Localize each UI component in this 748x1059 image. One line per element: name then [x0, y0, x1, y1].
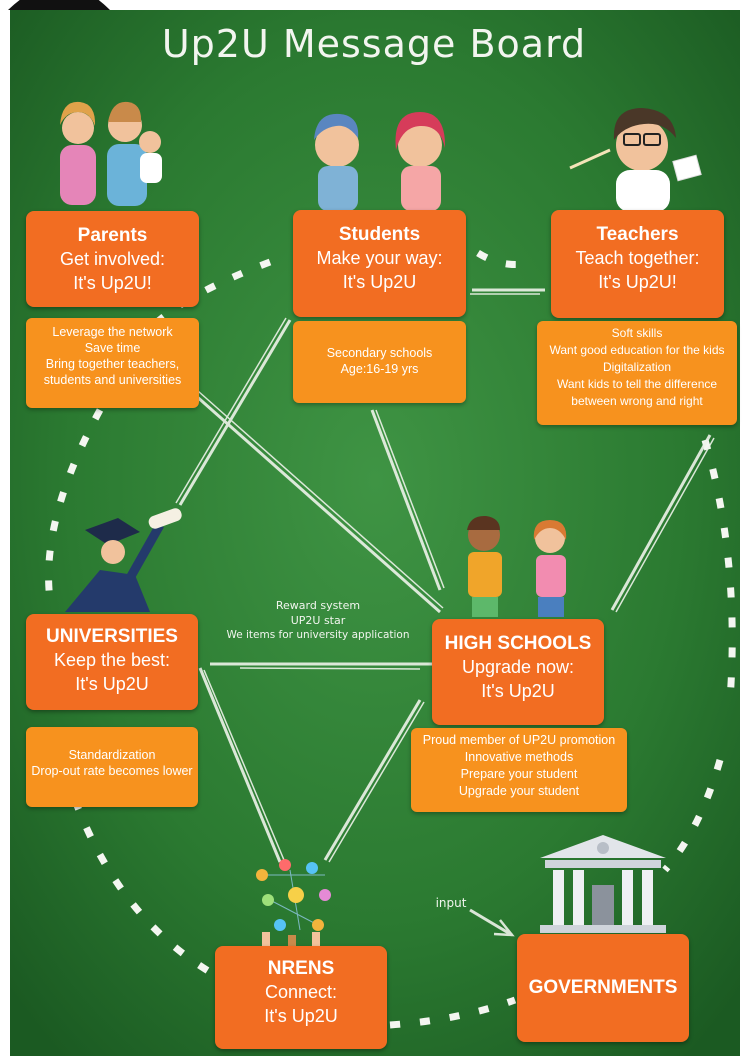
- high-schools-card: HIGH SCHOOLS Upgrade now: It's Up2U: [432, 619, 604, 725]
- chalk-connections: [175, 288, 715, 937]
- teachers-info-line: between wrong and right: [571, 394, 703, 408]
- board-title: Up2U Message Board: [161, 22, 587, 66]
- students-line-2: It's Up2U: [342, 272, 417, 292]
- students-card: Students Make your way: It's Up2U: [293, 210, 466, 317]
- teachers-info-line: Want good education for the kids: [549, 343, 725, 357]
- high-schools-info-line: Prepare your student: [460, 767, 578, 781]
- parents-heading: Parents: [77, 225, 148, 246]
- parents-card: Parents Get involved: It's Up2U!: [26, 211, 199, 307]
- reward-line-1: Reward system: [275, 599, 361, 612]
- government-building-icon: [540, 835, 666, 933]
- corner-circle-icon: [8, 0, 110, 10]
- governments-card: GOVERNMENTS: [517, 934, 689, 1042]
- teachers-line-1: Teach together:: [575, 248, 700, 268]
- parents-line-2: It's Up2U!: [73, 273, 152, 293]
- input-annotation: input: [435, 896, 467, 910]
- teachers-info-line: Soft skills: [611, 326, 663, 340]
- high-schools-line-2: It's Up2U: [481, 681, 555, 701]
- nrens-line-2: It's Up2U: [264, 1006, 338, 1026]
- parents-info-line: Bring together teachers,: [45, 357, 180, 371]
- universities-info-line: Standardization: [68, 748, 156, 762]
- connector-universities-nrens: [198, 667, 282, 863]
- teachers-line-2: It's Up2U!: [598, 272, 677, 292]
- connector-students-universities: [178, 319, 292, 506]
- nrens-heading: NRENS: [267, 958, 335, 979]
- connector-teachers-highschools: [610, 434, 712, 611]
- teachers-info-box: Soft skills Want good education for the …: [537, 321, 737, 425]
- reward-line-3: We items for university application: [226, 629, 410, 641]
- graduate-icon: [65, 508, 182, 612]
- high-schools-line-1: Upgrade now:: [461, 657, 575, 677]
- high-schools-info-box: Proud member of UP2U promotion Innovativ…: [411, 728, 627, 812]
- universities-info-line: Drop-out rate becomes lower: [31, 764, 193, 778]
- teachers-info-line: Digitalization: [602, 360, 672, 374]
- parents-line-1: Get involved:: [59, 249, 166, 269]
- universities-card: UNIVERSITIES Keep the best: It's Up2U: [26, 614, 198, 710]
- students-info-box: Secondary schools Age:16-19 yrs: [293, 321, 466, 403]
- parents-info-line: Leverage the network: [52, 325, 173, 339]
- students-info-line: Secondary schools: [326, 346, 433, 360]
- high-schools-info-line: Proud member of UP2U promotion: [422, 733, 616, 747]
- nrens-line-1: Connect:: [264, 982, 338, 1002]
- parents-info-box: Leverage the network Save time Bring tog…: [26, 318, 199, 408]
- high-schools-info-line: Innovative methods: [464, 750, 574, 764]
- governments-heading: GOVERNMENTS: [528, 977, 678, 998]
- network-hands-icon: [256, 859, 331, 947]
- parents-info-line: Save time: [84, 341, 141, 355]
- students-info-line: Age:16-19 yrs: [340, 362, 419, 376]
- connector-input-arrow: [469, 908, 513, 937]
- connector-students-highschools: [370, 409, 442, 591]
- universities-heading: UNIVERSITIES: [46, 626, 178, 647]
- teachers-card: Teachers Teach together: It's Up2U!: [551, 210, 724, 318]
- universities-line-1: Keep the best:: [53, 650, 171, 670]
- students-icon: [314, 112, 446, 211]
- parents-family-icon: [60, 101, 162, 206]
- high-school-kids-icon: [467, 515, 567, 617]
- students-heading: Students: [338, 224, 421, 245]
- high-schools-info-line: Upgrade your student: [458, 784, 580, 798]
- high-schools-heading: HIGH SCHOOLS: [444, 633, 592, 654]
- connector-parents-highschools: [194, 393, 441, 614]
- reward-line-2: UP2U star: [290, 614, 346, 627]
- students-line-1: Make your way:: [316, 248, 443, 268]
- teacher-icon: [569, 108, 702, 212]
- reward-annotation: Reward system UP2U star We items for uni…: [198, 598, 438, 643]
- parents-info-line: students and universities: [43, 373, 182, 387]
- universities-info-box: Standardization Drop-out rate becomes lo…: [26, 727, 198, 807]
- nrens-card: NRENS Connect: It's Up2U: [215, 946, 387, 1049]
- connector-highschools-nrens: [323, 699, 422, 861]
- teachers-info-line: Want kids to tell the difference: [556, 377, 718, 391]
- universities-line-2: It's Up2U: [75, 674, 149, 694]
- teachers-heading: Teachers: [596, 224, 679, 245]
